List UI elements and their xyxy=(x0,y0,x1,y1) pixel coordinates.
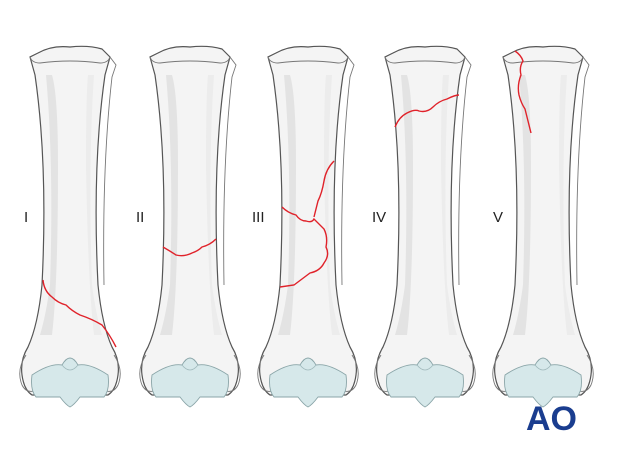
fracture-line-i xyxy=(42,279,117,348)
bone-v xyxy=(492,45,594,408)
fracture-line-v xyxy=(514,50,532,134)
fracture-line-ii xyxy=(162,238,217,257)
label-i: I xyxy=(24,209,28,226)
bone-i xyxy=(19,45,121,408)
bone-iv xyxy=(374,45,476,408)
label-ii: II xyxy=(136,209,144,226)
bone-ii xyxy=(139,45,241,408)
label-v: V xyxy=(493,209,503,226)
ao-logo-text: AO xyxy=(526,400,577,438)
fracture-line-iii xyxy=(279,160,335,288)
bone-iii xyxy=(257,45,359,408)
fracture-line-iv xyxy=(394,94,460,128)
label-iv: IV xyxy=(372,209,386,226)
ao-logo: AO xyxy=(526,400,577,438)
label-iii: III xyxy=(252,209,265,226)
